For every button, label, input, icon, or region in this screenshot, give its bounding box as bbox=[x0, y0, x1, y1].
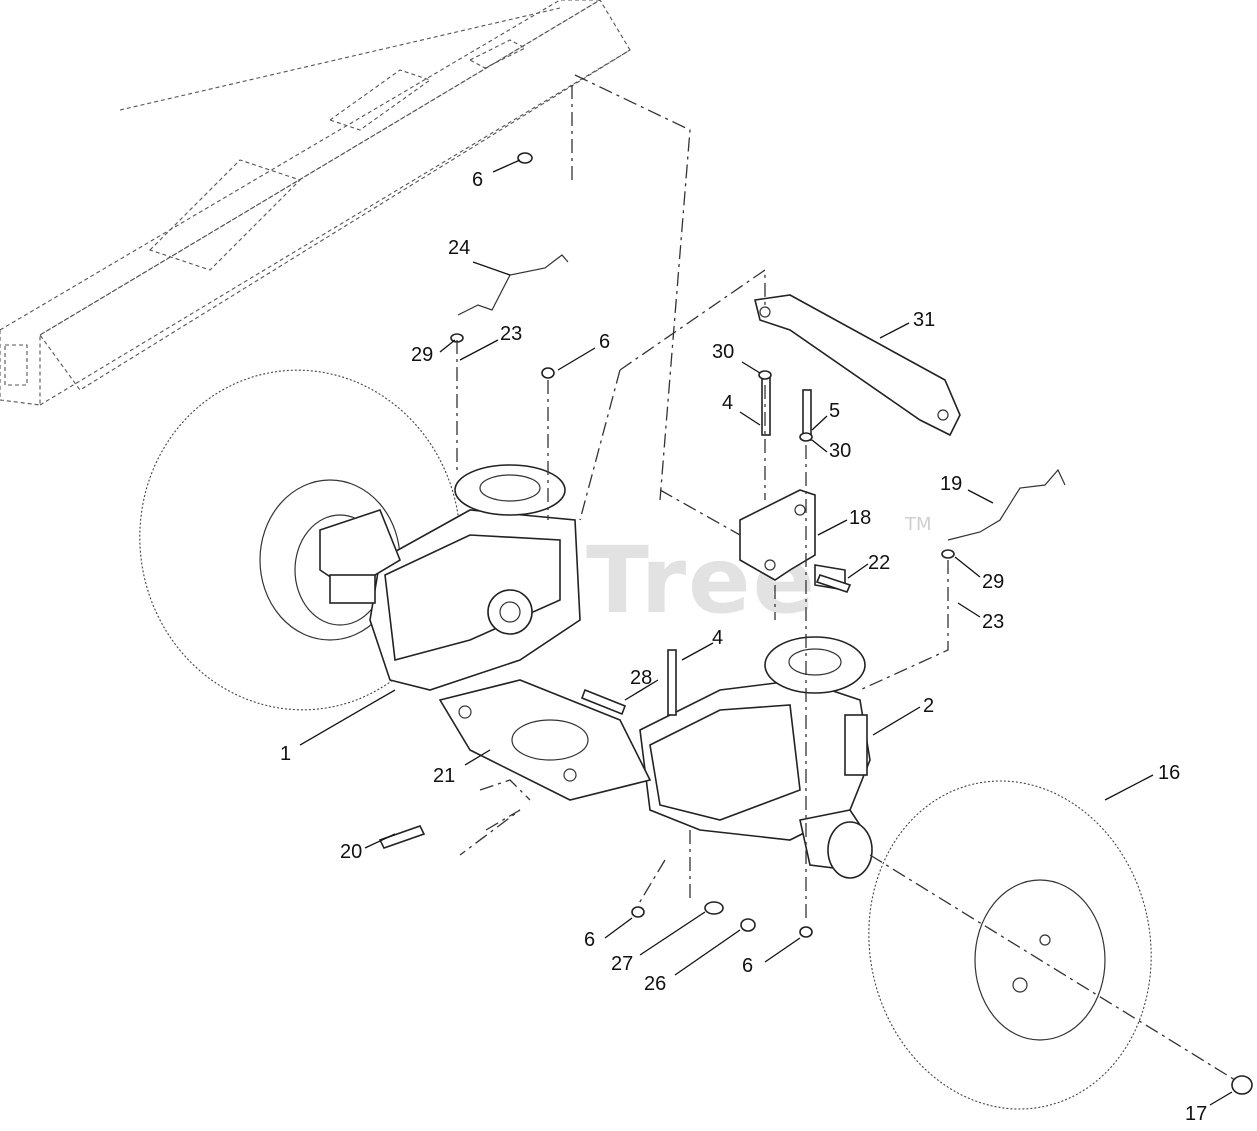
callout-2: 2 bbox=[923, 695, 934, 717]
callout-29: 29 bbox=[982, 571, 1004, 593]
callout-6: 6 bbox=[584, 929, 595, 951]
callout-6: 6 bbox=[599, 331, 610, 353]
callout-4: 4 bbox=[712, 627, 723, 649]
callouts: 6 24 29 23 6 31 30 4 5 30 19 18 22 29 23… bbox=[280, 169, 1207, 1125]
bolts bbox=[378, 374, 852, 849]
linkage-rod-24 bbox=[457, 254, 569, 316]
washers-nuts bbox=[450, 152, 1253, 1095]
callout-30: 30 bbox=[712, 341, 734, 363]
callout-21: 21 bbox=[433, 765, 455, 787]
callout-30: 30 bbox=[829, 440, 851, 462]
mount-plate bbox=[754, 294, 961, 437]
callout-17: 17 bbox=[1185, 1103, 1207, 1125]
callout-29: 29 bbox=[411, 344, 433, 366]
callout-31: 31 bbox=[913, 309, 935, 331]
frame-rail bbox=[0, 0, 631, 406]
callout-24: 24 bbox=[448, 237, 470, 259]
right-tire bbox=[868, 780, 1152, 1110]
callout-5: 5 bbox=[829, 400, 840, 422]
callout-27: 27 bbox=[611, 953, 633, 975]
callout-23: 23 bbox=[982, 611, 1004, 633]
right-transaxle bbox=[639, 636, 873, 879]
watermark-trademark: TM bbox=[904, 514, 932, 535]
crossmember-bracket bbox=[438, 679, 652, 801]
callout-6: 6 bbox=[742, 955, 753, 977]
left-transaxle bbox=[319, 464, 581, 691]
callout-18: 18 bbox=[849, 507, 871, 529]
callout-1: 1 bbox=[280, 743, 291, 765]
callout-20: 20 bbox=[340, 841, 362, 863]
assembly-lines bbox=[456, 74, 1236, 1081]
callout-22: 22 bbox=[868, 552, 890, 574]
callout-28: 28 bbox=[630, 667, 652, 689]
callout-16: 16 bbox=[1158, 762, 1180, 784]
linkage-rod-19 bbox=[947, 468, 1066, 541]
leader-lines bbox=[299, 159, 1233, 1106]
callout-19: 19 bbox=[940, 473, 962, 495]
callout-23: 23 bbox=[500, 323, 522, 345]
callout-4: 4 bbox=[722, 392, 733, 414]
callout-26: 26 bbox=[644, 973, 666, 995]
callout-6: 6 bbox=[472, 169, 483, 191]
